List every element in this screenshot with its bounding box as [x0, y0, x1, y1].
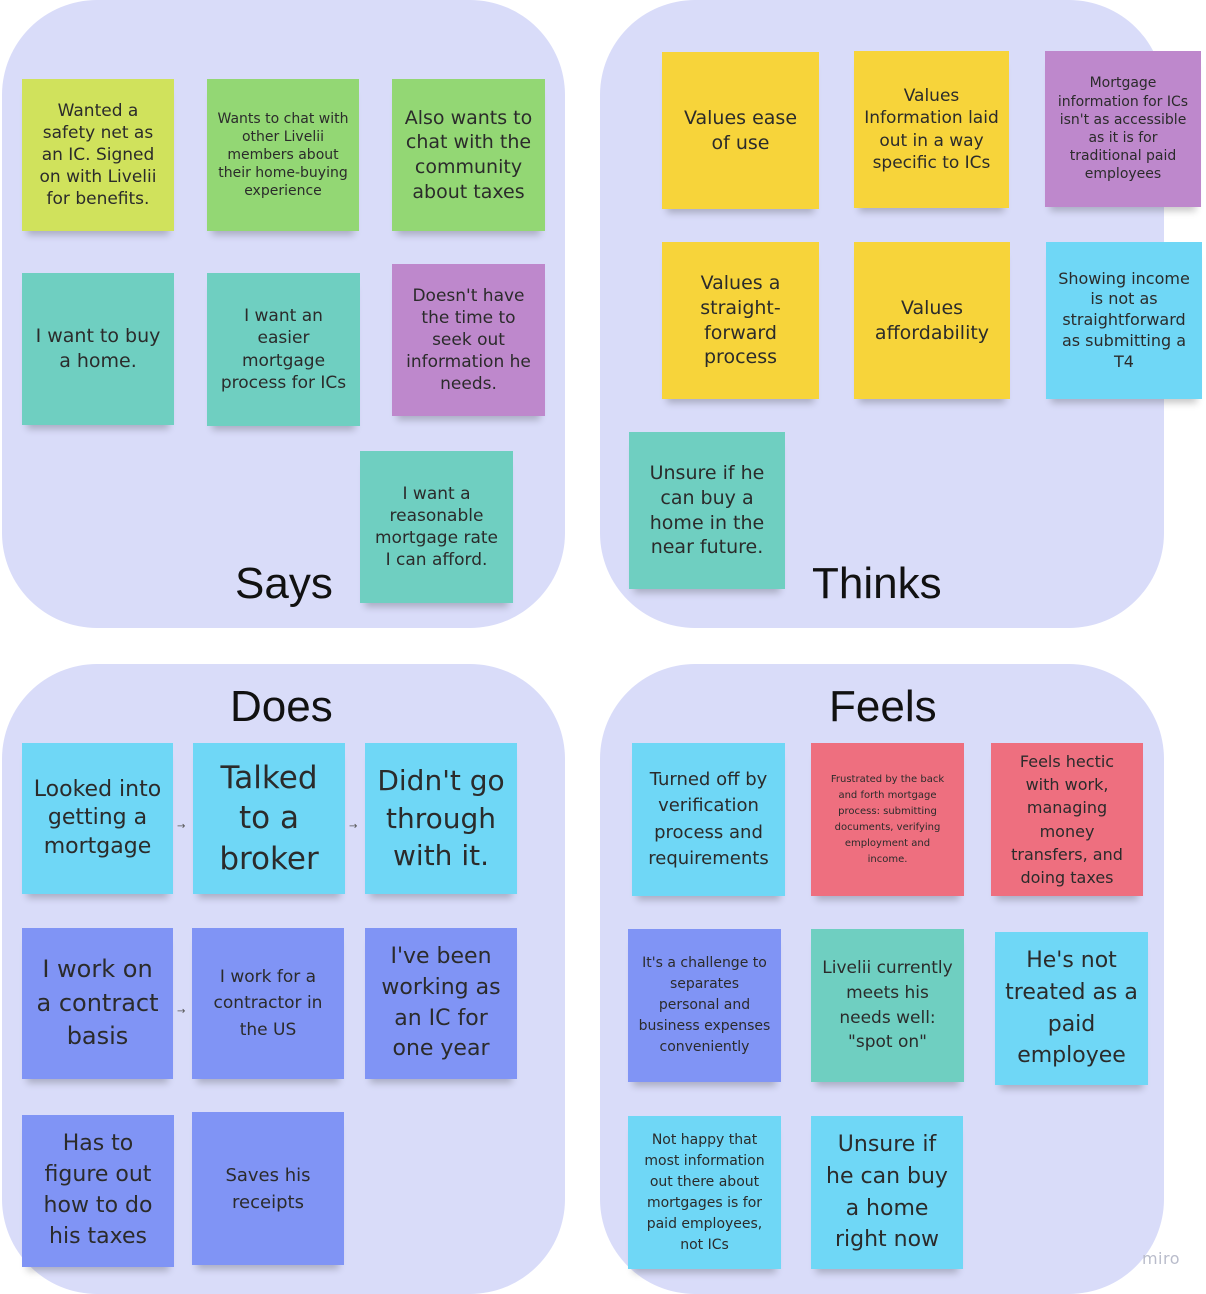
note-text: Also wants to chat with the community ab…: [404, 106, 533, 203]
connector-arrow: →: [177, 821, 186, 832]
note-text: Values Information laid out in a way spe…: [864, 86, 999, 173]
sticky-note[interactable]: Also wants to chat with the community ab…: [392, 79, 545, 231]
sticky-note[interactable]: I want to buy a home.: [22, 273, 174, 425]
note-text: He's not treated as a paid employee: [1005, 947, 1138, 1069]
sticky-note[interactable]: Mortgage information for ICs isn't as ac…: [1045, 51, 1201, 207]
sticky-note[interactable]: Frustrated by the back and forth mortgag…: [811, 743, 964, 896]
note-text: I've been working as an IC for one year: [381, 943, 501, 1062]
note-text: I work on a contract basis: [36, 955, 159, 1051]
sticky-note[interactable]: Talked to a broker: [193, 743, 345, 894]
note-text: Values affordability: [874, 296, 990, 344]
sticky-note[interactable]: Wanted a safety net as an IC. Signed on …: [22, 79, 174, 231]
sticky-note[interactable]: It's a challenge to separates personal a…: [628, 929, 781, 1082]
note-text: Values a straight-forward process: [700, 272, 781, 369]
note-text: Values ease of use: [683, 106, 798, 154]
sticky-note[interactable]: Has to figure out how to do his taxes: [22, 1115, 174, 1267]
note-text: Turned off by verification process and r…: [648, 769, 769, 869]
note-text: Wants to chat with other Livelii members…: [217, 110, 349, 200]
note-text: Showing income is not as straightforward…: [1058, 268, 1190, 371]
does-title: Does: [230, 682, 333, 731]
sticky-note[interactable]: Values ease of use: [662, 52, 819, 209]
note-text: Talked to a broker: [219, 760, 319, 877]
note-text: I want a reasonable mortgage rate I can …: [374, 483, 498, 571]
note-text: Frustrated by the back and forth mortgag…: [830, 773, 945, 865]
note-text: Has to figure out how to do his taxes: [43, 1131, 153, 1249]
sticky-note[interactable]: Looked into getting a mortgage: [22, 743, 173, 894]
sticky-note[interactable]: Turned off by verification process and r…: [632, 743, 785, 896]
sticky-note[interactable]: Values affordability: [854, 242, 1010, 399]
note-text: Feels hectic with work, managing money t…: [1011, 751, 1123, 887]
thinks-title: Thinks: [812, 559, 942, 608]
note-text: Wanted a safety net as an IC. Signed on …: [39, 100, 157, 210]
sticky-note[interactable]: Unsure if he can buy a home right now: [811, 1116, 963, 1269]
sticky-note[interactable]: I work on a contract basis: [22, 928, 173, 1079]
sticky-note[interactable]: I want a reasonable mortgage rate I can …: [360, 451, 513, 603]
sticky-note[interactable]: I've been working as an IC for one year: [365, 928, 517, 1079]
note-text: Doesn't have the time to seek out inform…: [406, 285, 531, 395]
note-text: I work for a contractor in the US: [213, 966, 323, 1040]
note-text: Unsure if he can buy a home in the near …: [649, 462, 765, 559]
sticky-note[interactable]: Saves his receipts: [192, 1112, 344, 1265]
sticky-note[interactable]: Doesn't have the time to seek out inform…: [392, 264, 545, 416]
connector-arrow: →: [177, 1006, 186, 1017]
sticky-note[interactable]: Unsure if he can buy a home in the near …: [629, 432, 785, 589]
note-text: I want to buy a home.: [35, 325, 161, 372]
miro-logo: miro: [1141, 1249, 1180, 1268]
note-text: Not happy that most information out ther…: [644, 1131, 765, 1253]
sticky-note[interactable]: Not happy that most information out ther…: [628, 1116, 781, 1269]
sticky-note[interactable]: Feels hectic with work, managing money t…: [991, 743, 1143, 896]
note-text: Saves his receipts: [225, 1164, 311, 1213]
sticky-note[interactable]: I want an easier mortgage process for IC…: [207, 273, 360, 426]
note-text: Mortgage information for ICs isn't as ac…: [1057, 75, 1189, 183]
note-text: Livelii currently meets his needs well: …: [822, 958, 953, 1053]
note-text: Unsure if he can buy a home right now: [826, 1131, 948, 1253]
sticky-note[interactable]: Didn't go through with it.: [365, 743, 517, 894]
says-title: Says: [235, 559, 333, 608]
connector-arrow: →: [349, 821, 358, 832]
note-text: It's a challenge to separates personal a…: [638, 955, 771, 1055]
sticky-note[interactable]: I work for a contractor in the US: [192, 928, 344, 1079]
sticky-note[interactable]: Values Information laid out in a way spe…: [854, 51, 1009, 208]
note-text: I want an easier mortgage process for IC…: [220, 306, 347, 393]
sticky-note[interactable]: Showing income is not as straightforward…: [1046, 242, 1202, 399]
note-text: Looked into getting a mortgage: [33, 776, 162, 859]
sticky-note[interactable]: He's not treated as a paid employee: [995, 932, 1148, 1085]
sticky-note[interactable]: Wants to chat with other Livelii members…: [207, 79, 359, 231]
feels-title: Feels: [829, 682, 937, 731]
sticky-note[interactable]: Values a straight-forward process: [662, 242, 819, 399]
note-text: Didn't go through with it.: [377, 763, 505, 873]
sticky-note[interactable]: Livelii currently meets his needs well: …: [811, 929, 964, 1082]
